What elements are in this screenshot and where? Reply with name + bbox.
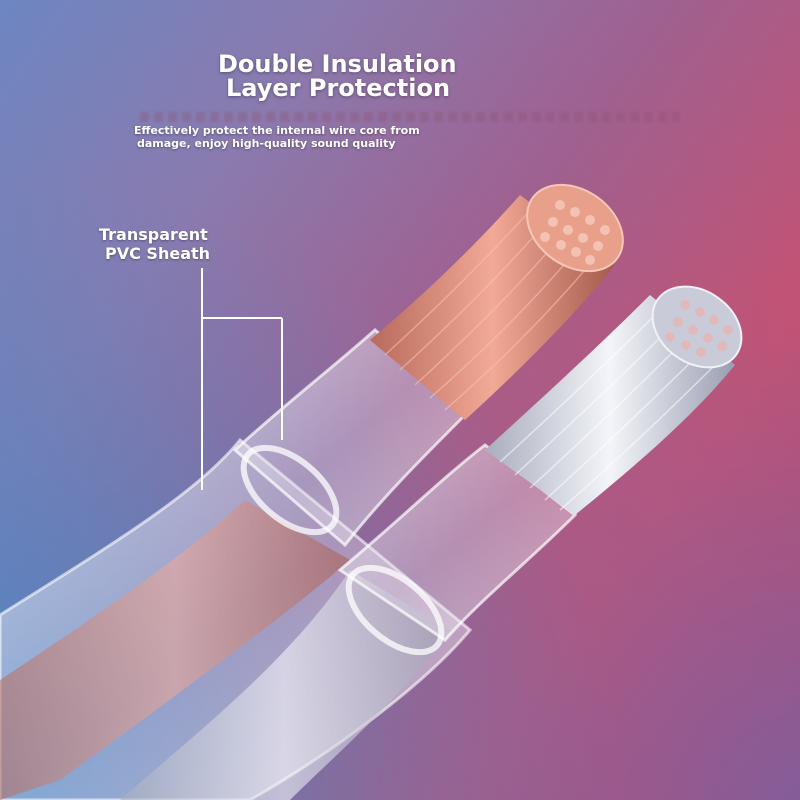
description-line-2: damage, enjoy high-quality sound quality (137, 137, 396, 150)
callout-bracket (201, 268, 283, 490)
callout-line-2: PVC Sheath (105, 244, 211, 263)
description-line-1: Effectively protect the internal wire co… (134, 124, 420, 137)
blurred-text-artifact (140, 112, 680, 122)
page-title: Double Insulation Layer Protection (218, 52, 478, 100)
sheath-callout-label: Transparent PVC Sheath (99, 225, 249, 263)
description: Effectively protect the internal wire co… (134, 124, 464, 150)
title-line-2: Layer Protection (226, 74, 451, 102)
silver-insulation-rim (345, 564, 445, 656)
copper-conductor-sheathed (0, 500, 350, 800)
copper-insulation-rim (240, 444, 340, 536)
title-line-1: Double Insulation (218, 50, 457, 78)
callout-line-1: Transparent (99, 225, 208, 244)
